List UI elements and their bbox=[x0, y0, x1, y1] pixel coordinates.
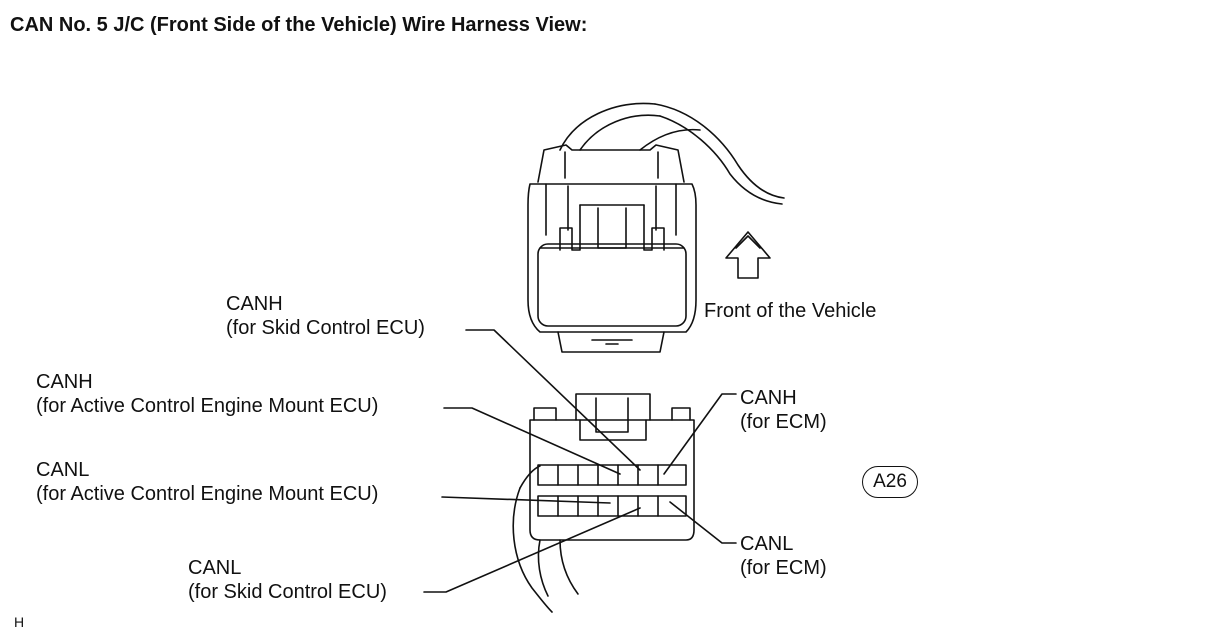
callout-canl-ecm: CANL (for ECM) bbox=[740, 532, 827, 580]
callout-canl-skid: CANL (for Skid Control ECU) bbox=[188, 556, 387, 604]
callout-signal: CANL bbox=[36, 459, 90, 481]
callout-signal: CANH bbox=[36, 371, 93, 393]
callout-detail: (for Skid Control ECU) bbox=[188, 581, 387, 603]
forward-arrow-icon bbox=[725, 231, 771, 279]
callout-detail: (for Skid Control ECU) bbox=[226, 317, 425, 339]
callout-canh-ecm: CANH (for ECM) bbox=[740, 386, 827, 434]
leader-lines bbox=[423, 329, 737, 593]
connector-socket-icon bbox=[512, 393, 695, 613]
callout-detail: (for ECM) bbox=[740, 411, 827, 433]
callout-signal: CANH bbox=[740, 387, 797, 409]
callout-canh-skid: CANH (for Skid Control ECU) bbox=[226, 292, 425, 340]
page-title: CAN No. 5 J/C (Front Side of the Vehicle… bbox=[10, 14, 588, 36]
footer-mark: H bbox=[14, 614, 25, 630]
callout-signal: CANL bbox=[188, 557, 242, 579]
callout-signal: CANL bbox=[740, 533, 794, 555]
direction-label: Front of the Vehicle bbox=[704, 300, 877, 322]
callout-signal: CANH bbox=[226, 293, 283, 315]
callout-detail: (for ECM) bbox=[740, 557, 827, 579]
callout-detail: (for Active Control Engine Mount ECU) bbox=[36, 395, 379, 417]
callout-canl-engine-mount: CANL (for Active Control Engine Mount EC… bbox=[36, 458, 378, 506]
connector-plug-icon bbox=[527, 102, 785, 353]
callout-detail: (for Active Control Engine Mount ECU) bbox=[36, 483, 379, 505]
callout-canh-engine-mount: CANH (for Active Control Engine Mount EC… bbox=[36, 370, 378, 418]
figure-code-badge: A26 bbox=[862, 466, 918, 498]
